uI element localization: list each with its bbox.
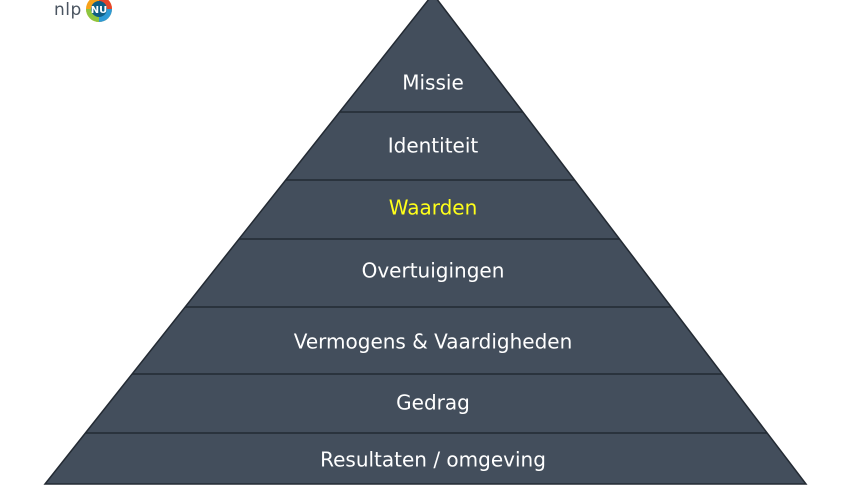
- tier-labels: MissieIdentiteitWaardenOvertuigingenVerm…: [294, 71, 573, 472]
- nu-badge-icon: NU: [85, 0, 112, 22]
- tier-label: Vermogens & Vaardigheden: [294, 330, 573, 354]
- nlp-nu-logo: nlp NU: [54, 0, 114, 26]
- tier-label: Overtuigingen: [362, 259, 505, 283]
- tier-label: Waarden: [389, 196, 478, 220]
- tier-label: Missie: [402, 71, 464, 95]
- logo-badge-text: NU: [91, 5, 108, 16]
- tier-label: Gedrag: [396, 391, 470, 415]
- logo-text: nlp: [54, 0, 82, 20]
- tier-label: Resultaten / omgeving: [320, 448, 546, 472]
- tier-label: Identiteit: [388, 134, 479, 158]
- tier-dividers: [85, 111, 768, 434]
